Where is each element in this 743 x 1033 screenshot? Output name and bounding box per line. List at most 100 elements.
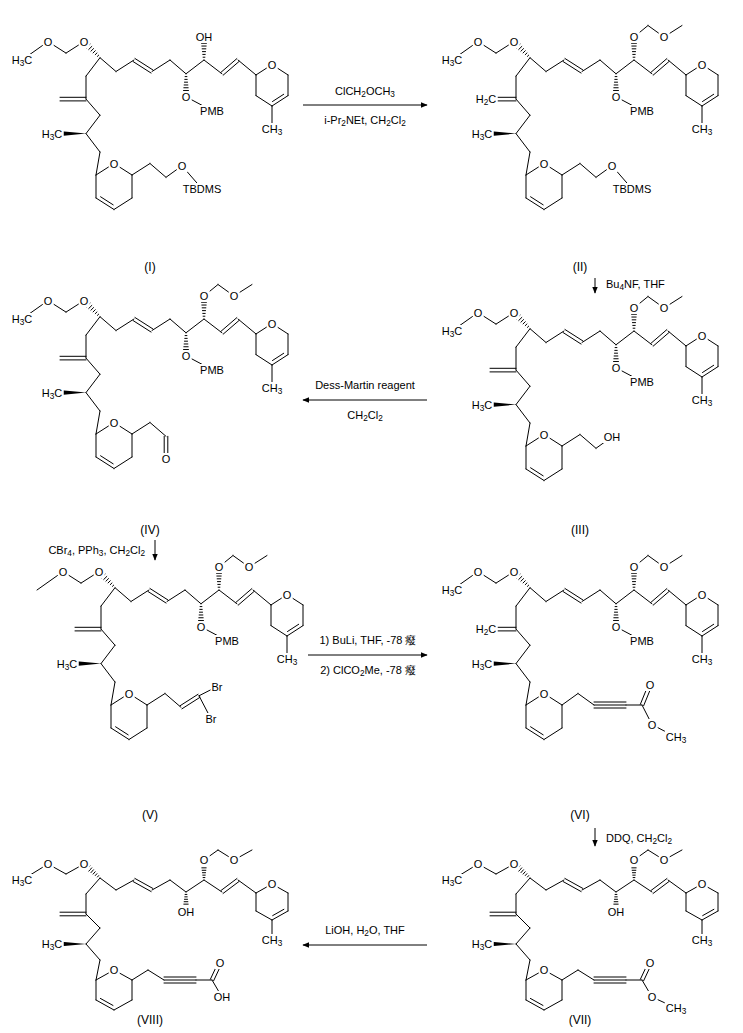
bond-line	[152, 319, 170, 331]
bond-line	[112, 585, 113, 586]
bond-line	[686, 367, 702, 377]
text-run: CH	[262, 123, 278, 135]
compound-number: (II)	[572, 260, 589, 274]
bond-line	[702, 911, 718, 920]
bond-line	[202, 305, 206, 306]
bond-line	[256, 911, 272, 920]
bond-line	[615, 350, 617, 351]
bond-line	[96, 434, 97, 457]
text-run: H	[442, 325, 450, 337]
reagent-label: LiOH, H2O, THF	[324, 924, 406, 937]
bond-line	[632, 317, 636, 318]
bond-line	[530, 58, 546, 72]
bond-line	[60, 356, 86, 357]
text-run: O	[660, 854, 669, 866]
atom-label: O	[124, 688, 135, 700]
atom-label: O	[58, 566, 69, 578]
bond-line	[490, 915, 516, 916]
atom-label: OH	[177, 906, 196, 918]
bond-line	[546, 880, 564, 890]
atom-label: H2C	[475, 93, 498, 105]
bond-line	[253, 590, 271, 605]
bond-line	[633, 325, 635, 326]
atom-label: O	[214, 561, 225, 573]
bond-line	[199, 617, 203, 618]
bond-line	[633, 584, 635, 585]
text-run: PMB	[630, 105, 654, 117]
bond-line	[562, 970, 578, 980]
bond-line	[526, 152, 530, 175]
atom-label: O	[697, 330, 708, 342]
bond-line	[256, 893, 257, 911]
bond-line	[204, 60, 222, 74]
bond-line	[563, 882, 581, 892]
bond-line	[578, 694, 594, 706]
bond-line	[148, 970, 164, 980]
text-run: 2	[667, 837, 672, 846]
text-run: 2	[401, 119, 406, 128]
bond-line	[523, 51, 525, 53]
bond-line	[632, 576, 636, 577]
bond-line	[86, 914, 100, 928]
bond-line	[600, 60, 616, 74]
bond-line	[702, 365, 713, 372]
text-run: C	[484, 128, 492, 140]
bond-line	[516, 58, 530, 76]
text-run: CH	[692, 394, 708, 406]
compound-structure: H3COOOOH3COHOCH3OOOCH3(VII)	[430, 848, 730, 1032]
reaction-arrow	[155, 540, 156, 560]
atom-label: O	[659, 561, 670, 573]
atom-label: CH3	[691, 653, 713, 665]
bond-line	[272, 911, 288, 920]
bond-line	[516, 588, 530, 606]
bond-line	[101, 197, 114, 205]
atom-label: CH3	[261, 382, 283, 394]
bond-line	[86, 134, 100, 152]
bond-line	[526, 446, 527, 469]
text-run: 2	[125, 549, 130, 558]
reagent-label: CH2Cl2	[346, 409, 383, 422]
text-run: CH	[262, 382, 278, 394]
text-run: 2	[386, 119, 391, 128]
atom-label: H3C	[441, 54, 464, 66]
text-run: 3	[278, 128, 283, 137]
text-run: NF, THF	[624, 278, 665, 290]
text-run: C	[488, 93, 496, 105]
atom-label: H3C	[441, 584, 464, 596]
bond-line	[578, 970, 594, 980]
atom-label: O	[645, 679, 656, 691]
atom-label: PMB	[629, 105, 655, 117]
text-run: TBDMS	[613, 183, 652, 195]
atom-label: O	[509, 566, 520, 578]
text-run: LiOH, H	[325, 924, 364, 936]
text-run: O	[510, 307, 519, 319]
atom-label: CH3	[665, 1002, 687, 1014]
text-run: C	[24, 54, 32, 66]
bond-line	[288, 334, 289, 355]
text-run: 2	[364, 929, 369, 938]
text-run: 3	[20, 879, 25, 888]
text-run: 3	[293, 658, 298, 667]
text-run: 3	[20, 59, 25, 68]
bond-line	[86, 944, 100, 960]
bond-line	[546, 590, 564, 602]
bond-line	[203, 875, 205, 876]
text-run: OH	[178, 906, 195, 918]
atom-label: O	[659, 302, 670, 314]
text-run: O	[612, 362, 621, 374]
bond-line	[634, 590, 652, 604]
bond-line	[199, 612, 202, 613]
reaction-arrow	[308, 655, 427, 656]
bond-line	[114, 457, 132, 469]
bond-line	[184, 82, 187, 83]
text-run: O	[125, 688, 134, 700]
bond-line	[521, 320, 524, 323]
atom-label: O	[611, 362, 622, 374]
atom-label: O	[539, 688, 550, 700]
text-run: O	[44, 36, 53, 48]
compound-structure: H3COOOHH3COPMBOCH3OOTBDMS(I)	[0, 20, 300, 275]
text-run: (VIII)	[137, 1013, 163, 1027]
bond-line	[256, 96, 272, 106]
atom-label: O	[196, 621, 207, 633]
bond-line	[718, 75, 719, 96]
